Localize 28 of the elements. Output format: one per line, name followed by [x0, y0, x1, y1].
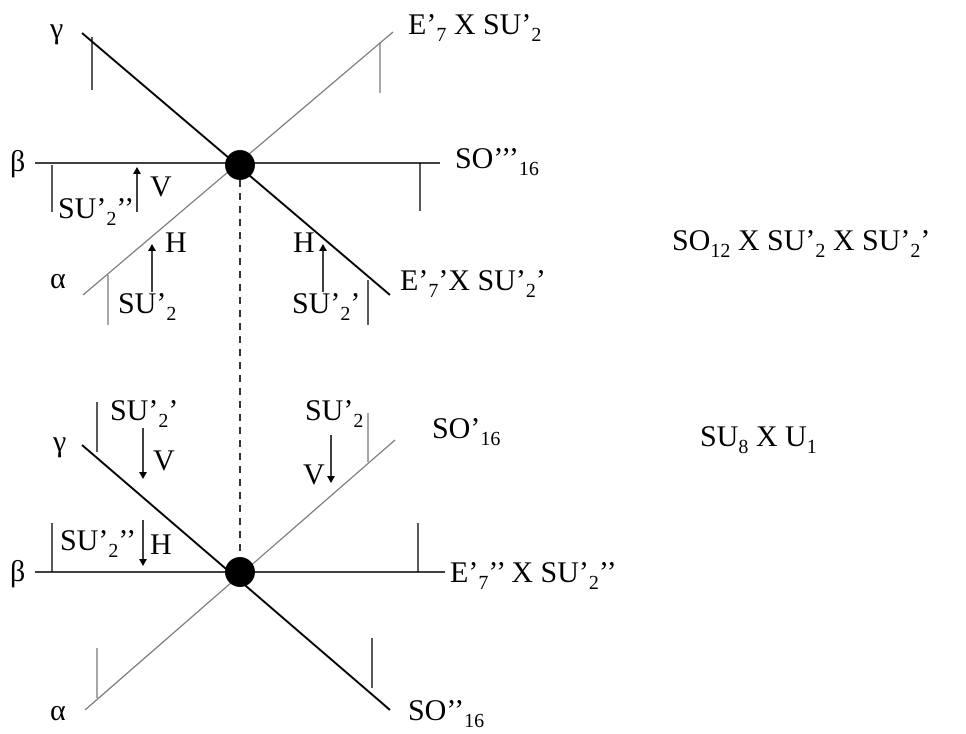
axis-label: α — [50, 262, 66, 296]
axis-label: γ — [50, 12, 64, 46]
group-label: SU’$_{2}$ — [305, 394, 364, 434]
group-label: SU’$_{2}$ — [118, 287, 176, 327]
group-label: SO’’$_{16}$ — [408, 694, 484, 734]
junction-dot — [225, 557, 255, 587]
direction-label: V — [153, 444, 175, 478]
group-label: SO’’’$_{16}$ — [455, 142, 539, 182]
symmetry-label: SU$_{8}$ X U$_{1}$ — [700, 420, 817, 460]
axis-label: α — [50, 694, 66, 728]
group-label: E’$_{7}$’X SU’$_{2}$’ — [400, 264, 546, 304]
direction-label: H — [165, 226, 187, 260]
junction-dot — [225, 150, 255, 180]
axis-label: β — [10, 555, 26, 589]
symmetry-label: SO$_{12}$ X SU’$_{2}$ X SU’$_{2}$’ — [672, 224, 930, 264]
direction-label: H — [150, 528, 172, 562]
group-label: SU’$_{2}$’ — [110, 394, 178, 434]
group-label: SU’$_{2}$’’ — [58, 192, 134, 232]
direction-label: H — [293, 226, 315, 260]
axis-label: β — [10, 145, 26, 179]
group-label: E’$_{7}$’’ X SU’$_{2}$’’ — [450, 556, 617, 596]
direction-label: V — [303, 458, 325, 492]
direction-label: V — [150, 170, 172, 204]
axis-label: γ — [53, 425, 66, 459]
group-label: SU’$_{2}$’’ — [60, 524, 136, 564]
group-label: SU’$_{2}$’ — [292, 287, 360, 327]
group-label: SO’$_{16}$ — [432, 412, 500, 452]
group-label: E’$_{7}$ X SU’$_{2}$ — [408, 8, 542, 48]
